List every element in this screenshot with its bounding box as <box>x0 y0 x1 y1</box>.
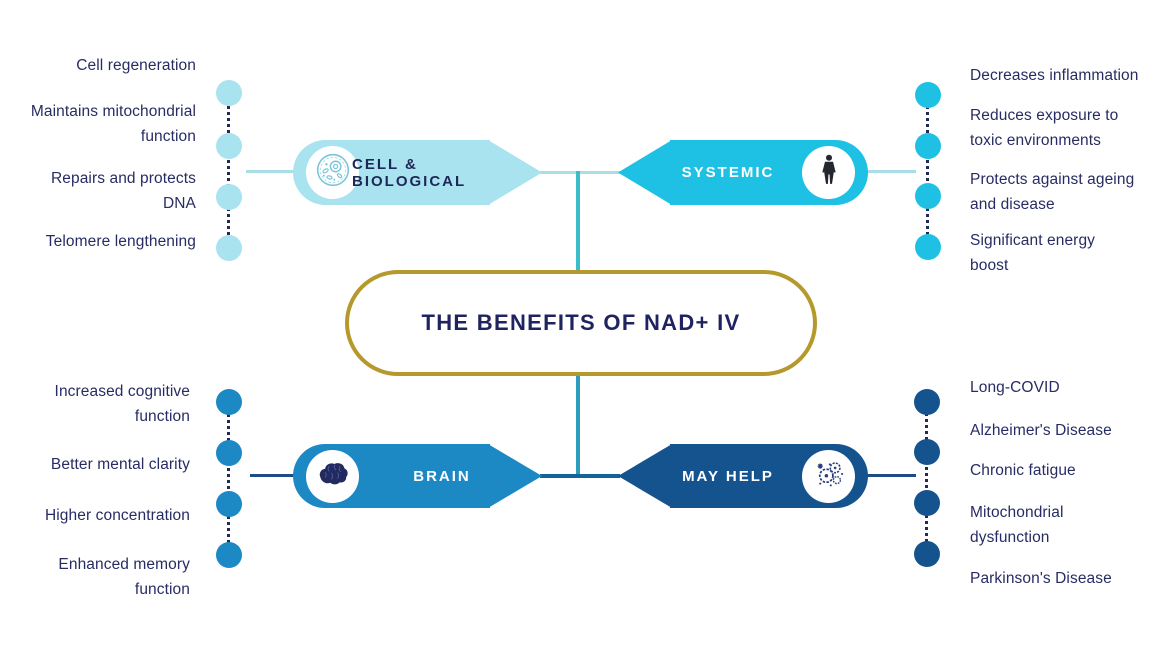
list-item: Long-COVID <box>970 379 1060 396</box>
badge-icon-circle <box>802 450 855 503</box>
bullet-dot <box>915 183 941 209</box>
connector-bottom-vertical <box>576 375 580 476</box>
dotted-line-bottom-left <box>227 402 230 555</box>
list-item: Reduces exposure to toxic environments <box>970 107 1119 149</box>
human-body-icon <box>810 151 848 194</box>
list-item: Significant energy boost <box>970 232 1096 274</box>
list-item: Decreases inflammation <box>970 67 1139 84</box>
list-item: Parkinson's Disease <box>970 570 1112 587</box>
connector-stub-top-left <box>246 170 294 173</box>
list-item: Better mental clarity <box>50 456 190 473</box>
list-item: Enhanced memory function <box>58 556 190 598</box>
list-item: Telomere lengthening <box>45 233 196 250</box>
connector-bottom-horizontal <box>540 474 620 478</box>
list-item: Mitochondrial dysfunction <box>970 504 1064 546</box>
badge-icon-circle <box>306 450 359 503</box>
brain-icon <box>312 453 354 500</box>
bullet-dot <box>216 133 242 159</box>
bullet-dot <box>915 234 941 260</box>
bullet-dot <box>216 542 242 568</box>
page-title: THE BENEFITS OF NAD+ IV <box>421 310 741 335</box>
connector-stub-top-right <box>866 170 916 173</box>
title-box: THE BENEFITS OF NAD+ IV <box>345 270 817 376</box>
connector-stub-bottom-left <box>250 474 296 477</box>
bullet-dot <box>216 440 242 466</box>
virus-icon <box>808 453 850 500</box>
bullet-dot <box>915 133 941 159</box>
bullet-dot <box>914 389 940 415</box>
badge-icon-circle <box>802 146 855 199</box>
cell-icon <box>312 149 354 196</box>
dotted-line-bottom-right <box>925 402 928 554</box>
list-item: Increased cognitive function <box>54 383 190 425</box>
bullet-dot <box>915 82 941 108</box>
bullet-dot <box>914 541 940 567</box>
badge-label-cell-biological: CELL & BIOLOGICAL <box>352 155 467 190</box>
bullet-dot <box>216 80 242 106</box>
list-item: Higher concentration <box>44 507 190 524</box>
dotted-line-top-left <box>227 93 230 248</box>
bullet-dot <box>216 184 242 210</box>
bullet-dot <box>216 491 242 517</box>
list-item: Cell regeneration <box>76 57 196 74</box>
dotted-line-top-right <box>926 95 929 247</box>
bullet-dot <box>216 389 242 415</box>
bullet-dot <box>216 235 242 261</box>
list-item: Protects against ageing and disease <box>970 171 1135 213</box>
badge-label-may-help: MAY HELP <box>682 467 774 485</box>
list-item: Alzheimer's Disease <box>970 422 1112 439</box>
bullet-dot <box>914 439 940 465</box>
list-item: Repairs and protects DNA <box>50 170 196 212</box>
connector-top-horizontal <box>540 171 620 174</box>
list-item: Maintains mitochondrial function <box>30 103 196 145</box>
bullet-dot <box>914 490 940 516</box>
badge-icon-circle <box>306 146 359 199</box>
list-item: Chronic fatigue <box>970 462 1076 479</box>
connector-stub-bottom-right <box>866 474 916 477</box>
connector-top-vertical <box>576 171 580 272</box>
badge-label-systemic: SYSTEMIC <box>681 164 775 181</box>
badge-label-brain: BRAIN <box>413 467 471 485</box>
